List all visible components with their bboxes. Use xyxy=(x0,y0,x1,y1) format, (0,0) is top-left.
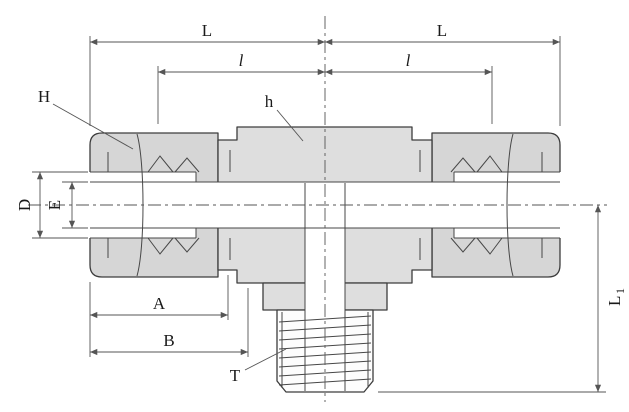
dimension-lines xyxy=(36,38,602,392)
leader-H xyxy=(52,103,134,150)
label-B: B xyxy=(163,331,174,350)
label-l-left: l xyxy=(239,51,244,70)
leader-T xyxy=(244,348,287,371)
label-L-left: L xyxy=(202,21,212,40)
label-L1: L xyxy=(605,296,624,306)
label-E: E xyxy=(45,200,64,210)
label-L1-subscript: 1 xyxy=(613,288,627,294)
label-A: A xyxy=(153,294,166,313)
label-L-right: L xyxy=(437,21,447,40)
left-port-internal-details xyxy=(90,133,231,277)
label-l-right: l xyxy=(406,51,411,70)
label-T: T xyxy=(230,366,241,385)
leader-lines xyxy=(52,103,304,371)
label-h: h xyxy=(265,92,274,111)
label-H: H xyxy=(38,87,50,106)
leader-h xyxy=(276,109,304,142)
label-D: D xyxy=(15,199,34,211)
